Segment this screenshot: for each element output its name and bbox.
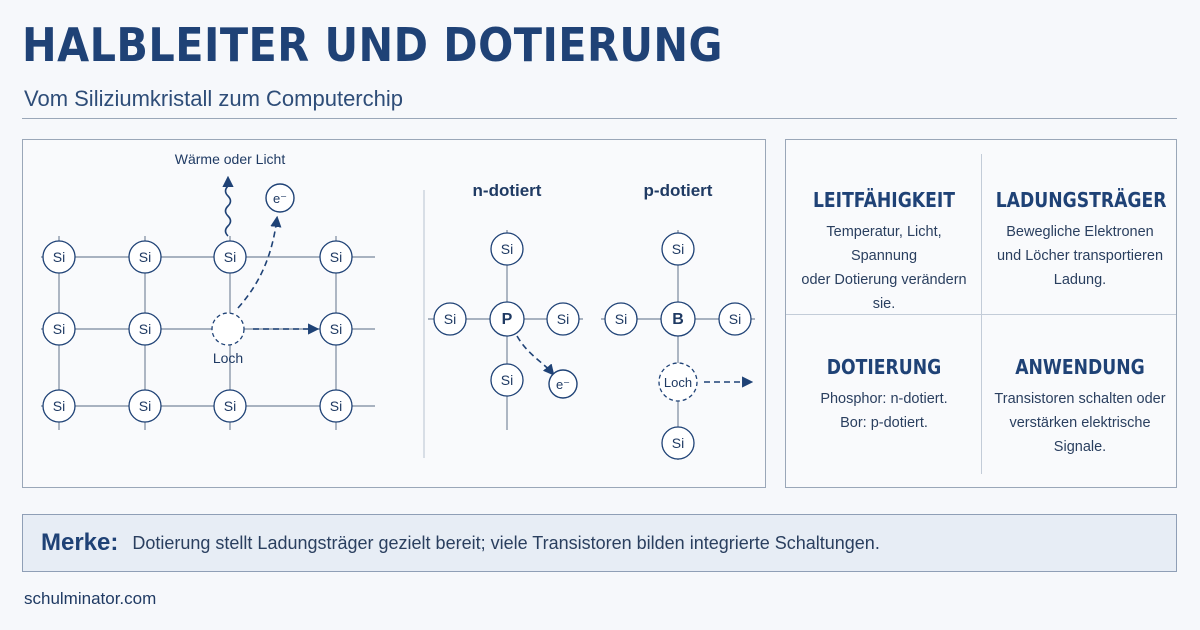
boron-atom-circle — [660, 301, 696, 337]
heat-wave-arrow — [222, 175, 234, 237]
p-doped-title: p-dotiert — [644, 181, 713, 200]
header-divider — [22, 118, 1177, 119]
hole — [211, 312, 245, 346]
info-card-dotierung: DOTIERUNG Phosphor: n-dotiert.Bor: p-dot… — [786, 315, 982, 489]
page-subtitle: Vom Siliziumkristall zum Computerchip — [24, 86, 403, 111]
boron-atom-label: B — [672, 311, 684, 328]
silicon-atom-circle — [128, 240, 162, 274]
n-neighbor-atom-circle — [490, 363, 524, 397]
info-card-leitfaehigkeit: LEITFÄHIGKEIT Temperatur, Licht, Spannun… — [786, 140, 982, 314]
n-electron — [548, 369, 578, 399]
silicon-atom-circle — [213, 240, 247, 274]
silicon-atom-circle — [319, 312, 353, 346]
heat-label: Wärme oder Licht — [175, 151, 286, 167]
p-neighbor-atom-circle — [718, 302, 752, 336]
info-card-text: Phosphor: n-dotiert.Bor: p-dotiert. — [820, 391, 948, 431]
n-neighbor-atom-label: Si — [501, 372, 513, 388]
page-title: HALBLEITER UND DOTIERUNG — [22, 18, 723, 72]
n-electron-label: e⁻ — [556, 377, 570, 392]
info-card-title: DOTIERUNG — [826, 355, 942, 379]
phosphorus-atom-circle — [489, 301, 525, 337]
silicon-atom-circle — [128, 389, 162, 423]
phosphorus-atom-label: P — [502, 311, 513, 328]
info-panel: LEITFÄHIGKEIT Temperatur, Licht, Spannun… — [785, 139, 1177, 488]
footer-site: schulminator.com — [24, 589, 157, 608]
merke-label: Merke: — [41, 529, 119, 556]
info-divider-horizontal — [786, 314, 1176, 315]
n-neighbor-atom-circle — [546, 302, 580, 336]
silicon-atom-label: Si — [224, 398, 236, 414]
info-card-title: LEITFÄHIGKEIT — [812, 188, 956, 212]
n-electron-arrow — [516, 335, 555, 376]
info-card-title: ANWENDUNG — [1015, 355, 1145, 379]
n-neighbor-atom-label: Si — [557, 311, 569, 327]
silicon-atom-label: Si — [224, 249, 236, 265]
p-neighbor-atom-circle — [661, 232, 695, 266]
p-neighbor-atom-circle — [604, 302, 638, 336]
p-neighbor-atom-label: Si — [615, 311, 627, 327]
silicon-atom-label: Si — [139, 249, 151, 265]
silicon-atom-circle — [128, 312, 162, 346]
merke-text: Dotierung stellt Ladungsträger gezielt b… — [132, 532, 880, 553]
free-electron — [265, 183, 295, 213]
p-neighbor-atom-label: Si — [729, 311, 741, 327]
electron-escape-arrow — [237, 215, 282, 309]
silicon-atom-circle — [319, 240, 353, 274]
n-neighbor-atom-label: Si — [501, 241, 513, 257]
n-neighbor-atom-circle — [433, 302, 467, 336]
silicon-atom-label: Si — [330, 398, 342, 414]
silicon-atom-label: Si — [53, 249, 65, 265]
silicon-atom-circle — [319, 389, 353, 423]
hole-label: Loch — [213, 350, 243, 366]
free-electron-label: e⁻ — [273, 191, 287, 206]
n-doped-title: n-dotiert — [473, 181, 542, 200]
n-neighbor-atom-label: Si — [444, 311, 456, 327]
p-neighbor-atom-circle — [661, 426, 695, 460]
p-hole — [658, 362, 698, 402]
info-card-title: LADUNGSTRÄGER — [995, 188, 1167, 212]
silicon-atom-label: Si — [53, 398, 65, 414]
silicon-atom-label: Si — [139, 398, 151, 414]
silicon-atom-label: Si — [53, 321, 65, 337]
silicon-atom-circle — [42, 240, 76, 274]
n-neighbor-atom-circle — [490, 232, 524, 266]
silicon-atom-label: Si — [330, 321, 342, 337]
silicon-atom-circle — [42, 389, 76, 423]
p-neighbor-atom-label: Si — [672, 435, 684, 451]
p-neighbor-atom-label: Si — [672, 241, 684, 257]
silicon-atom-label: Si — [330, 249, 342, 265]
silicon-atom-label: Si — [139, 321, 151, 337]
merke-box: Merke: Dotierung stellt Ladungsträger ge… — [22, 514, 1177, 572]
p-hole-label: Loch — [664, 375, 692, 390]
silicon-atom-circle — [42, 312, 76, 346]
silicon-atom-circle — [213, 389, 247, 423]
